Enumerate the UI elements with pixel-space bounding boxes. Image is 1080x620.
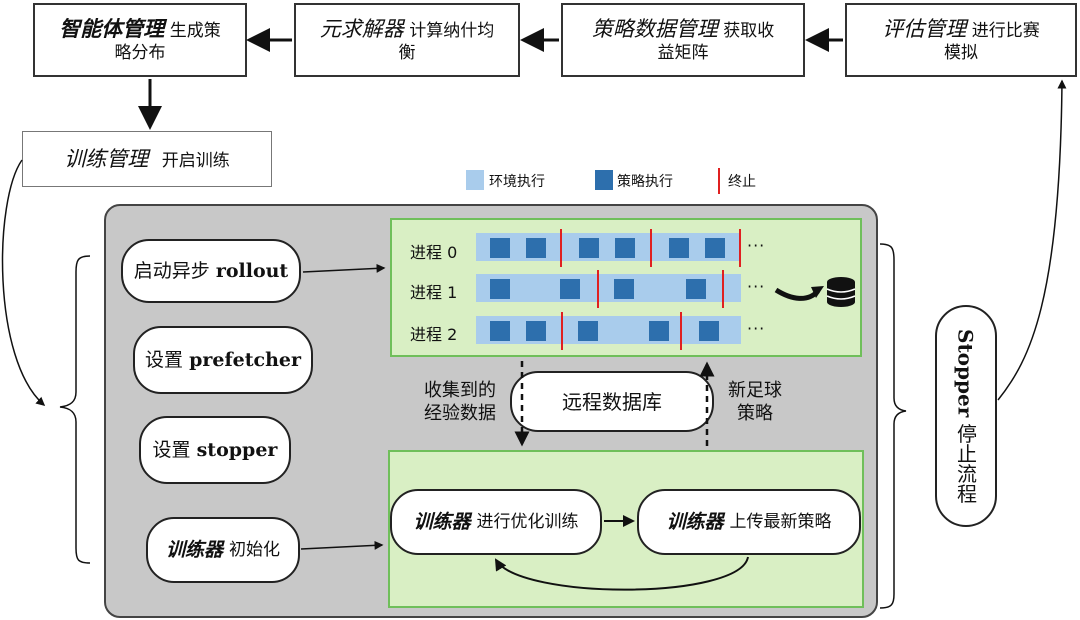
curve-training-to-panel (1, 159, 46, 406)
policy-block (578, 321, 598, 341)
new-policy-line1: 新足球 (728, 380, 782, 401)
policy-block (705, 238, 725, 258)
policy-block (699, 321, 719, 341)
swoosh-arrow-head (811, 286, 824, 298)
strategy-data-desc-1: 获取收 (723, 21, 775, 42)
process-2-continuation: ··· (747, 319, 766, 338)
collected-experience-note: 收集到的 经验数据 (424, 380, 496, 425)
policy-block (669, 238, 689, 258)
strategy-data-title: 策略数据管理 (591, 17, 718, 42)
trainer-init-pill: 训练器 初始化 (146, 517, 300, 583)
optimize-text: 进行优化训练 (476, 511, 579, 532)
stopper-pill: Stopper 停止流程 (935, 305, 997, 527)
set-prefetcher-pill: 设置 prefetcher (133, 326, 313, 394)
strategy-data-box: 策略数据管理 获取收 益矩阵 (561, 3, 805, 77)
stop-marker (650, 229, 652, 267)
policy-block (490, 321, 510, 341)
training-manager-title: 训练管理 (64, 146, 149, 171)
stop-marker (739, 229, 741, 267)
new-policy-note: 新足球 策略 (728, 380, 782, 425)
agent-manager-desc-2: 略分布 (114, 42, 166, 63)
stopper-text: 停止流程 (953, 423, 978, 504)
set-stopper-pill: 设置 stopper (139, 416, 291, 484)
process-1-label: 进程 1 (410, 283, 458, 302)
process-0-continuation: ··· (747, 236, 766, 255)
stop-marker (680, 312, 682, 350)
legend-policy-label: 策略执行 (617, 174, 673, 190)
collected-note-line1: 收集到的 (424, 380, 496, 401)
curve-stopper-to-eval (997, 79, 1067, 401)
stop-marker (561, 312, 563, 350)
meta-solver-title: 元求解器 (319, 17, 404, 42)
process-2-track (476, 312, 741, 350)
policy-block (579, 238, 599, 258)
process-0-label: 进程 0 (410, 243, 458, 262)
evaluation-box: 评估管理 进行比赛 模拟 (845, 3, 1077, 77)
agent-manager-desc-1: 生成策 (169, 21, 221, 42)
training-manager-desc: 开启训练 (161, 150, 230, 171)
arrow-rollout-to-processes (302, 263, 386, 273)
upload-italic: 训练器 (666, 510, 724, 533)
legend-env-swatch (466, 170, 484, 190)
evaluation-desc-2: 模拟 (944, 42, 978, 63)
legend-policy-swatch (595, 170, 613, 190)
training-manager-box: 训练管理 开启训练 (22, 131, 272, 187)
trainer-init-italic: 训练器 (165, 538, 223, 561)
stop-marker (722, 270, 724, 308)
swoosh-arrow (774, 287, 820, 301)
stop-marker (597, 270, 599, 308)
upload-text: 上传最新策略 (729, 511, 832, 532)
set-stopper-text: 设置 (152, 438, 191, 461)
policy-block (615, 238, 635, 258)
left-brace (59, 255, 91, 564)
optimize-training-pill: 训练器 进行优化训练 (390, 489, 602, 555)
collected-note-line2: 经验数据 (424, 402, 496, 424)
policy-block (490, 279, 510, 299)
policy-block (490, 238, 510, 258)
process-0-track (476, 229, 741, 267)
database-icon (826, 277, 856, 307)
agent-manager-title: 智能体管理 (59, 17, 165, 42)
arrow-init-to-training (300, 540, 384, 550)
start-rollout-text: 启动异步 (133, 259, 210, 282)
meta-solver-desc-1: 计算纳什均 (409, 21, 495, 42)
policy-block (686, 279, 706, 299)
strategy-data-desc-2: 益矩阵 (657, 42, 709, 63)
trainer-init-text: 初始化 (229, 539, 281, 560)
start-rollout-pill: 启动异步 rollout (121, 239, 301, 303)
process-1-continuation: ··· (747, 277, 766, 296)
loop-upload-to-optimize (494, 556, 749, 591)
remote-database-pill: 远程数据库 (510, 371, 714, 432)
process-2-label: 进程 2 (410, 325, 458, 344)
policy-block (560, 279, 580, 299)
remote-database-label: 远程数据库 (562, 389, 662, 414)
stopper-bold: Stopper (953, 328, 978, 417)
stop-marker (560, 229, 562, 267)
evaluation-title: 评估管理 (882, 17, 967, 42)
start-rollout-bold: rollout (215, 259, 289, 282)
policy-block (526, 238, 546, 258)
legend-env-label: 环境执行 (489, 174, 545, 190)
policy-block (614, 279, 634, 299)
legend-stop-marker (718, 168, 720, 194)
optimize-italic: 训练器 (413, 510, 471, 533)
set-prefetcher-bold: prefetcher (189, 348, 301, 371)
upload-policy-pill: 训练器 上传最新策略 (637, 489, 861, 555)
process-1-track (476, 270, 741, 308)
evaluation-desc-1: 进行比赛 (971, 21, 1040, 42)
policy-block (649, 321, 669, 341)
set-stopper-bold: stopper (196, 438, 278, 461)
new-policy-line2: 策略 (737, 402, 773, 424)
right-brace (879, 243, 907, 609)
meta-solver-desc-2: 衡 (398, 42, 416, 63)
agent-manager-box: 智能体管理 生成策 略分布 (33, 3, 247, 77)
set-prefetcher-text: 设置 (145, 348, 184, 371)
legend-stop-label: 终止 (728, 174, 756, 190)
meta-solver-box: 元求解器 计算纳什均 衡 (294, 3, 520, 77)
policy-block (526, 321, 546, 341)
